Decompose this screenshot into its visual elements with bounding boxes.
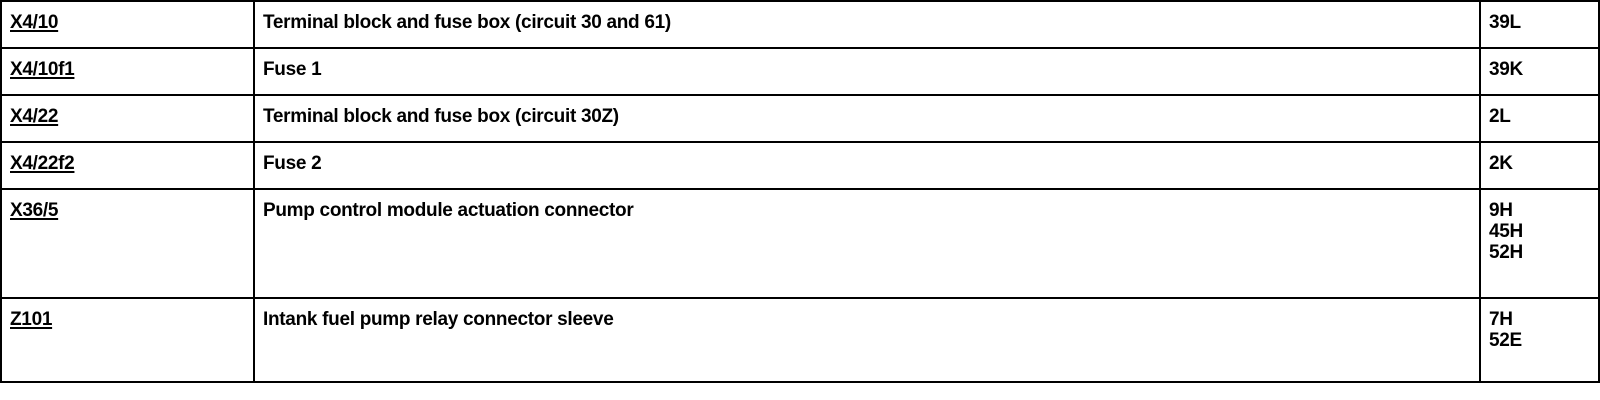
component-code-link[interactable]: X4/10 — [10, 12, 59, 33]
location-cell: 39K — [1479, 47, 1600, 96]
grid-location: 7H — [1489, 309, 1513, 330]
code-cell: X4/10 — [0, 0, 255, 49]
grid-location: 52E — [1489, 330, 1522, 351]
location-cell: 2K — [1479, 141, 1600, 190]
code-cell: X36/5 — [0, 188, 255, 299]
component-code-link[interactable]: X4/22f2 — [10, 153, 75, 174]
location-cell: 7H 52E — [1479, 297, 1600, 383]
table-row: X4/10 Terminal block and fuse box (circu… — [0, 0, 1600, 49]
table-row: X36/5 Pump control module actuation conn… — [0, 188, 1600, 299]
code-cell: X4/22f2 — [0, 141, 255, 190]
code-cell: X4/10f1 — [0, 47, 255, 96]
component-code-link[interactable]: X36/5 — [10, 200, 59, 221]
component-code-link[interactable]: Z101 — [10, 309, 53, 330]
component-legend-table: X4/10 Terminal block and fuse box (circu… — [0, 0, 1600, 383]
table-row: X4/22 Terminal block and fuse box (circu… — [0, 94, 1600, 143]
description-cell: Terminal block and fuse box (circuit 30Z… — [253, 94, 1481, 143]
location-cell: 2L — [1479, 94, 1600, 143]
component-code-link[interactable]: X4/22 — [10, 106, 59, 127]
component-code-link[interactable]: X4/10f1 — [10, 59, 75, 80]
code-cell: Z101 — [0, 297, 255, 383]
grid-location: 2L — [1489, 106, 1511, 127]
description-cell: Fuse 2 — [253, 141, 1481, 190]
grid-location: 45H — [1489, 221, 1523, 242]
table-row: Z101 Intank fuel pump relay connector sl… — [0, 297, 1600, 383]
location-cell: 39L — [1479, 0, 1600, 49]
description-cell: Pump control module actuation connector — [253, 188, 1481, 299]
description-cell: Fuse 1 — [253, 47, 1481, 96]
grid-location: 9H — [1489, 200, 1513, 221]
description-cell: Intank fuel pump relay connector sleeve — [253, 297, 1481, 383]
grid-location: 39K — [1489, 59, 1523, 80]
grid-location: 52H — [1489, 242, 1523, 263]
code-cell: X4/22 — [0, 94, 255, 143]
table-row: X4/22f2 Fuse 2 2K — [0, 141, 1600, 190]
location-cell: 9H 45H 52H — [1479, 188, 1600, 299]
grid-location: 2K — [1489, 153, 1513, 174]
table-row: X4/10f1 Fuse 1 39K — [0, 47, 1600, 96]
grid-location: 39L — [1489, 12, 1521, 33]
description-cell: Terminal block and fuse box (circuit 30 … — [253, 0, 1481, 49]
